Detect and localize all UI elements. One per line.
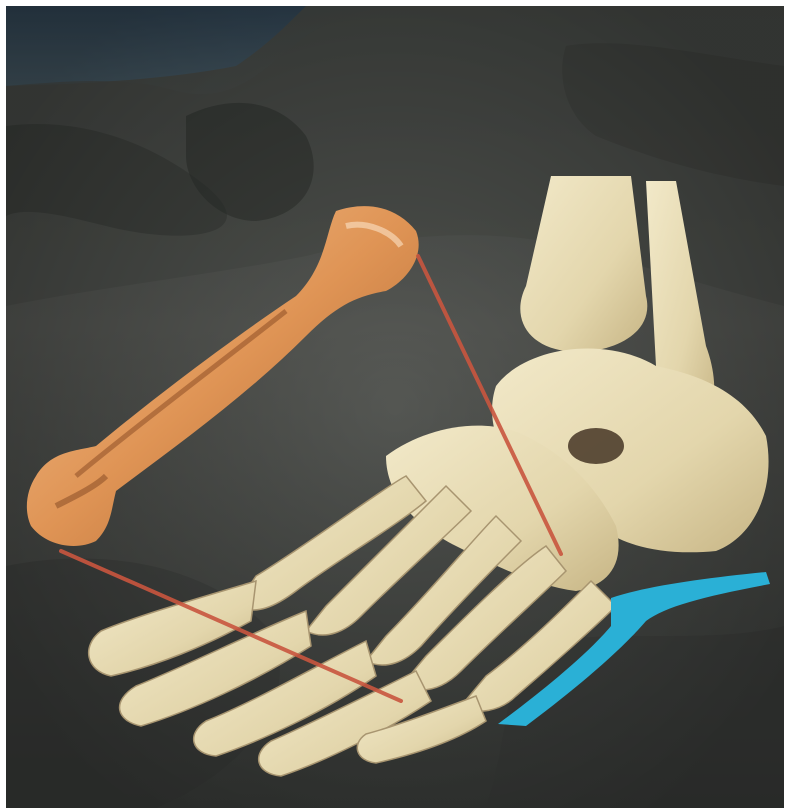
scene-svg bbox=[6, 6, 784, 808]
photo-frame bbox=[6, 6, 784, 808]
